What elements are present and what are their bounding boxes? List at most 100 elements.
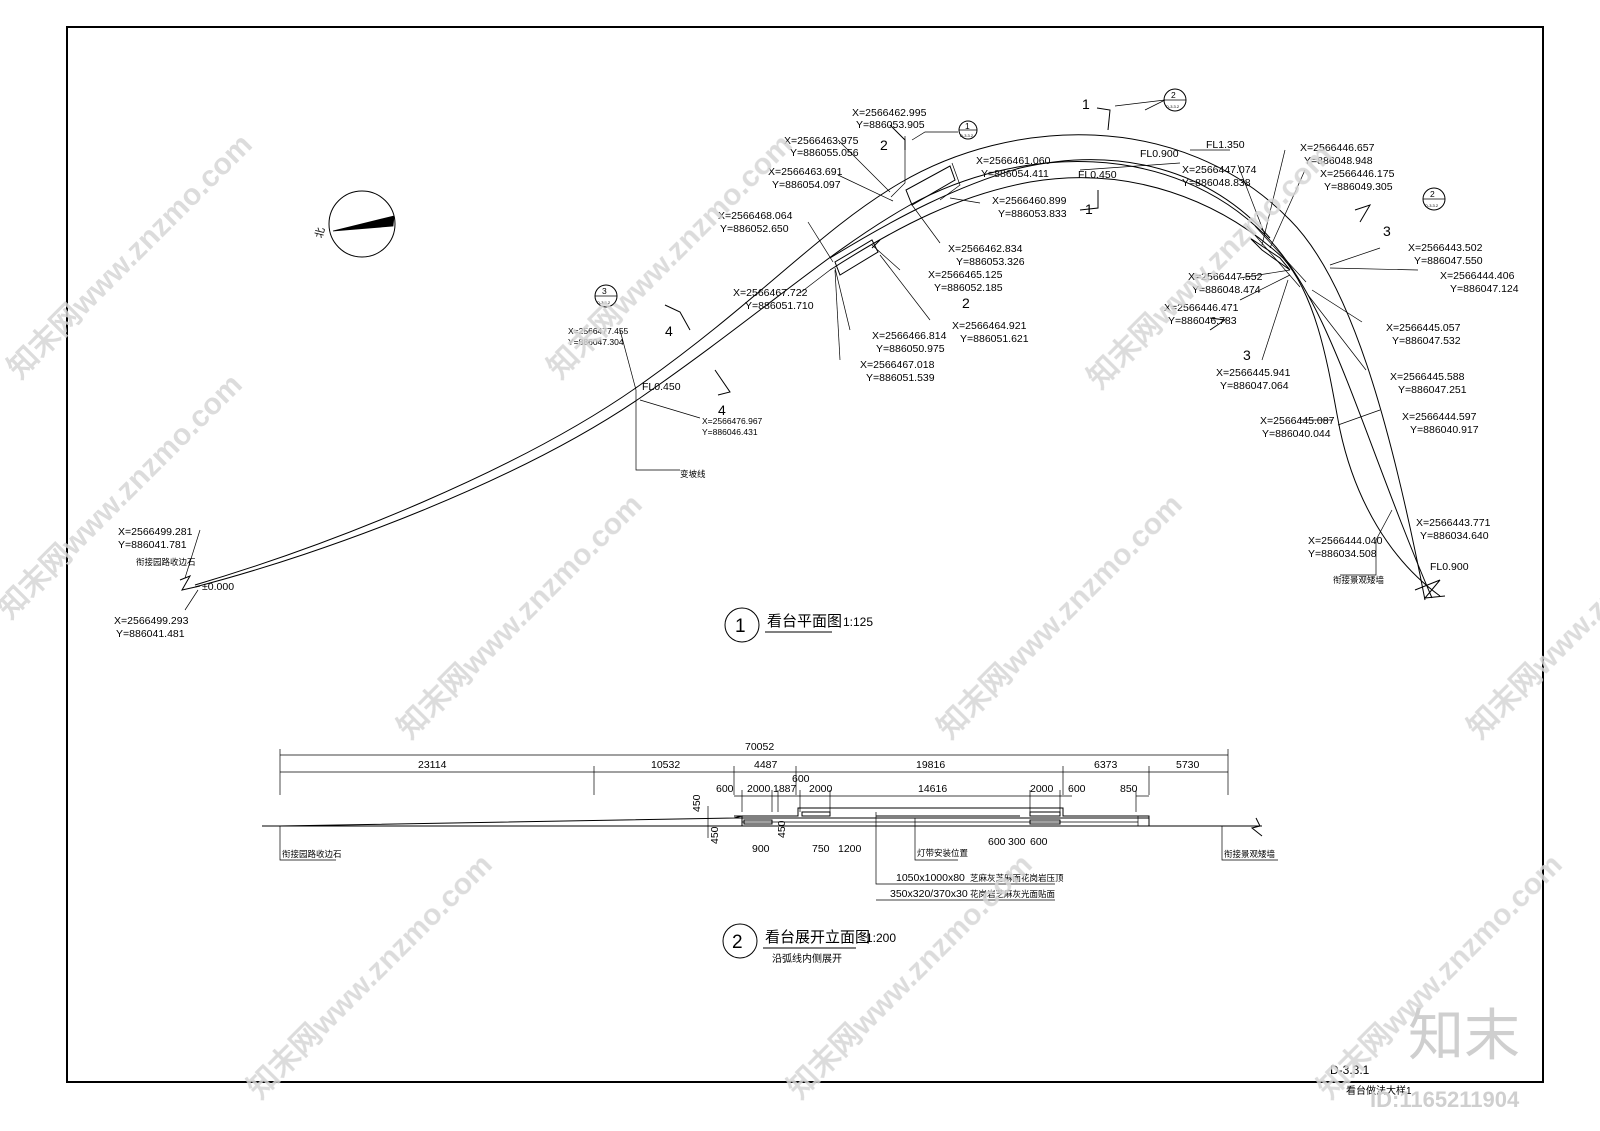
material-desc: 芝麻灰芝麻面花岗岩压顶 [970,873,1064,883]
svg-text:Y=886047.304: Y=886047.304 [568,337,624,347]
svg-text:知末网www.znzmo.com: 知末网www.znzmo.com [242,848,499,1105]
svg-text:X=2566466.814: X=2566466.814 [872,330,947,342]
terrace-inner-edge [829,177,1441,597]
svg-text:Y=886040.044: Y=886040.044 [1262,428,1331,440]
section-mark-3b: 3 [1243,347,1251,363]
svg-text:Y=886053.326: Y=886053.326 [956,256,1025,268]
section-mark-1b: 1 [1085,201,1093,217]
svg-text:Y=886040.917: Y=886040.917 [1410,424,1479,436]
svg-text:Y=886048.474: Y=886048.474 [1192,284,1261,296]
svg-text:600: 600 [1030,836,1048,848]
coordinate-labels: X=2566462.995 Y=886053.905 X=2566463.975… [114,107,1519,640]
terrace-outer-edge [194,134,1426,601]
svg-text:600: 600 [716,783,734,795]
svg-text:Y=886051.539: Y=886051.539 [866,372,935,384]
terrace-step-edge-1 [194,161,1433,599]
svg-text:X=2566467.018: X=2566467.018 [860,359,935,371]
svg-text:Y=886047.550: Y=886047.550 [1414,255,1483,267]
svg-text:D-3.3.2: D-3.3.2 [960,133,974,138]
svg-text:X=2566461.060: X=2566461.060 [976,155,1051,167]
svg-text:Y=886050.975: Y=886050.975 [876,343,945,355]
svg-text:1200: 1200 [838,843,862,855]
svg-text:Y=886052.185: Y=886052.185 [934,282,1003,294]
svg-text:2000: 2000 [747,783,771,795]
dim-row1: 5730 [1176,759,1200,771]
section-mark-2a: 2 [880,137,888,153]
sheet-code: D-3.3.1 [1330,1063,1370,1077]
svg-text:X=2566444.040: X=2566444.040 [1308,535,1383,547]
svg-text:X=2566499.293: X=2566499.293 [114,615,189,627]
svg-text:Y=886051.710: Y=886051.710 [745,300,814,312]
section-mark-4b: 4 [718,402,726,418]
svg-text:Y=886046.783: Y=886046.783 [1168,315,1237,327]
svg-text:知末网www.znzmo.com: 知末网www.znzmo.com [782,848,1039,1105]
svg-text:450: 450 [691,794,703,812]
svg-text:Y=886055.056: Y=886055.056 [790,147,859,159]
svg-text:X=2566447.074: X=2566447.074 [1182,164,1257,176]
svg-text:1:125: 1:125 [843,615,873,629]
svg-text:14616: 14616 [918,783,947,795]
svg-text:2: 2 [732,932,743,953]
svg-text:X=2566445.941: X=2566445.941 [1216,367,1291,379]
svg-text:1: 1 [735,616,746,637]
svg-text:X=2566443.771: X=2566443.771 [1416,517,1491,529]
svg-text:3: 3 [602,286,607,296]
svg-text:Y=886048.838: Y=886048.838 [1182,177,1251,189]
svg-text:300: 300 [1008,836,1026,848]
svg-text:X=2566467.722: X=2566467.722 [733,287,808,299]
ramp-profile [279,815,743,827]
dim-total: 70052 [745,741,774,753]
svg-text:北: 北 [313,226,327,240]
svg-text:Y=886053.833: Y=886053.833 [998,208,1067,220]
svg-text:Y=886041.781: Y=886041.781 [118,539,187,551]
svg-text:知末网www.znzmo.com: 知末网www.znzmo.com [2,128,259,385]
svg-text:2000: 2000 [809,783,833,795]
step-block-a [905,165,956,206]
plan-note: 衔接景观矮墙 [1333,575,1385,585]
svg-text:X=2566462.995: X=2566462.995 [852,107,927,119]
plan-title-block: 1 看台平面图 1:125 [724,607,873,643]
watermark-id: ID:1165211904 [1370,1087,1520,1112]
svg-text:看台平面图: 看台平面图 [767,613,842,630]
svg-text:X=2566468.064: X=2566468.064 [718,210,793,222]
svg-text:X=2566444.597: X=2566444.597 [1402,411,1477,423]
north-arrow-icon: 北 [313,190,396,258]
plan-note: 衔接园路收边石 [136,557,196,567]
plan-view: 1 D-3.3.2 2 D-3.3.2 2 D-3.3.2 3 D-3.3.2 … [114,88,1519,643]
svg-text:X=2566463.691: X=2566463.691 [768,166,843,178]
svg-text:1887: 1887 [773,783,797,795]
svg-text:2: 2 [1171,90,1176,100]
svg-text:X=2566477.455: X=2566477.455 [568,326,629,336]
svg-text:知末网www.znzmo.com: 知末网www.znzmo.com [392,488,649,745]
elev-note: 灯带安装位置 [917,848,969,858]
sheet-border [66,26,1544,1083]
svg-text:2000: 2000 [1030,783,1054,795]
svg-text:D-3.3.2: D-3.3.2 [1166,104,1180,109]
svg-text:600: 600 [988,836,1006,848]
svg-text:X=2566464.921: X=2566464.921 [952,320,1027,332]
svg-text:X=2566465.125: X=2566465.125 [928,269,1003,281]
detail-ref-1: 1 D-3.3.2 [958,120,978,140]
svg-text:Y=886053.905: Y=886053.905 [856,119,925,131]
svg-text:Y=886054.097: Y=886054.097 [772,179,841,191]
svg-text:知末网www.znzmo.com: 知末网www.znzmo.com [932,488,1189,745]
svg-text:600: 600 [792,773,810,785]
svg-text:X=2566445.057: X=2566445.057 [1386,322,1461,334]
svg-text:600: 600 [1068,783,1086,795]
svg-text:Y=886051.621: Y=886051.621 [960,333,1029,345]
elevation-label: FL0.450 [1078,169,1117,181]
elevation-title-block: 2 看台展开立面图 1:200 沿弧线内侧展开 [722,923,896,965]
detail-ref-2: 2 D-3.3.2 [1163,88,1187,112]
elevation-label: FL0.900 [1140,148,1179,160]
plan-note: 变坡线 [680,469,706,479]
svg-text:X=2566463.975: X=2566463.975 [784,135,859,147]
svg-text:X=2566445.087: X=2566445.087 [1260,415,1335,427]
elevation-view: 70052 23114 10532 4487 19816 6373 5730 [262,741,1278,965]
svg-text:450: 450 [776,820,788,838]
svg-text:看台展开立面图: 看台展开立面图 [765,929,870,946]
svg-text:沿弧线内侧展开: 沿弧线内侧展开 [772,952,842,965]
detail-ref-3: 2 D-3.3.2 [1422,187,1446,211]
material-size: 350x320/370x30 [890,888,968,900]
section-mark-4a: 4 [665,323,673,339]
svg-text:850: 850 [1120,783,1138,795]
